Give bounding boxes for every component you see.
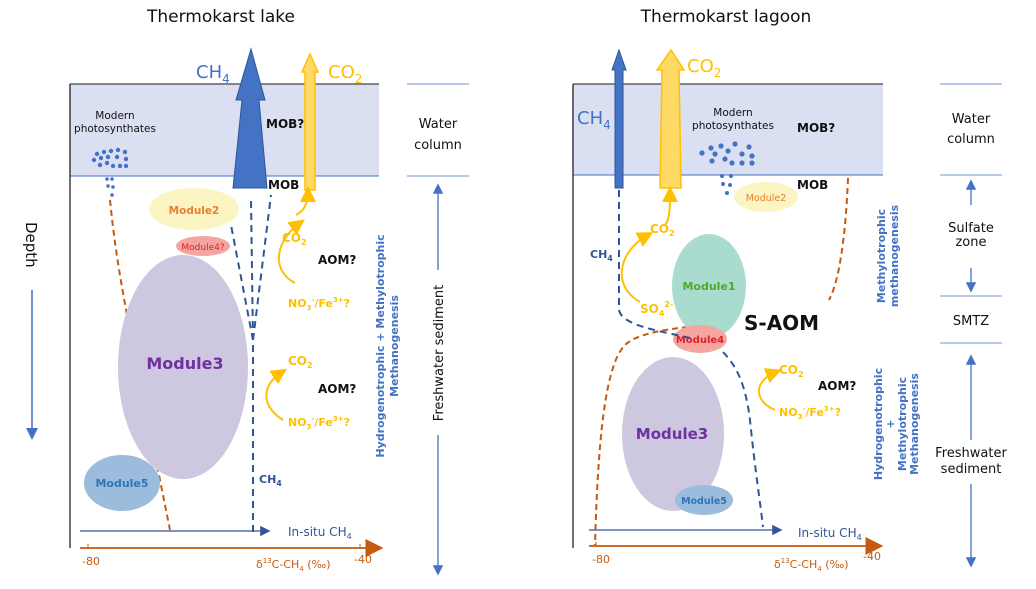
left-methanogenesis-label-1: Hydrogenotrophic + Methylotrophic [374,234,387,457]
right-insitu-label: In-situ CH4 [798,526,862,542]
right-co2-lower-label: CO2 [779,363,804,379]
left-tick-min-label: -80 [82,555,100,568]
right-aom-label: AOM? [818,379,856,393]
right-zone-water-1: Water [952,112,991,127]
right-co2-flux-arrow [655,48,686,189]
right-isotope-axis-label: δ13C-CH4 (‰) [774,557,849,573]
right-zone-smtz: SMTZ [953,314,989,329]
right-ch4-lower-pathway [722,351,764,528]
left-co2-upper-label: CO2 [282,231,307,247]
left-module3-label: Module3 [146,354,223,373]
depth-label: Depth [22,222,40,268]
left-aom-upper-label: AOM? [318,253,356,267]
left-photosynthates-label-2: photosynthates [74,123,156,135]
left-tick-max-label: -40 [354,553,372,566]
left-isotope-axis-label: δ13C-CH4 (‰) [256,557,331,573]
right-zone-fresh-1: Freshwater [935,446,1007,461]
right-hydro-label-3: Methylotrophic [896,377,909,471]
left-zone-water-1: Water [419,117,458,132]
right-title: Thermokarst lagoon [640,7,812,27]
right-co2-to-flux-arrow [661,186,678,226]
right-module1-label: Module1 [682,280,735,293]
right-hydro-label-2: + [884,419,897,428]
right-zone-sulfate-2: zone [955,235,986,250]
right-co2-flux-label: CO2 [687,56,721,80]
right-ch4-flux-arrow [611,48,627,189]
left-module5 [84,455,160,511]
left-ch4-small-label: CH4 [259,473,282,488]
right-module4-label: Module4 [676,335,724,346]
right-mob-label: MOB [797,178,828,192]
right-module3-label: Module3 [636,425,708,443]
left-co2-flux-arrow [300,52,320,191]
left-module3 [118,255,248,479]
left-aom-lower-label: AOM? [318,382,356,396]
right-module2-label: Module2 [746,193,787,204]
left-photosynthates-label-1: Modern [95,110,134,122]
left-module5-label: Module5 [95,477,148,490]
right-so4-label: SO42- [640,300,673,318]
left-zone-sediment: Freshwater sediment [432,285,447,421]
right-module3 [622,357,724,511]
left-co2-to-flux-arrow [295,186,316,216]
left-module2-label: Module2 [169,205,220,217]
right-tick-min-label: -80 [592,553,610,566]
right-isotope-profile-lower [594,326,689,546]
left-insitu-label: In-situ CH4 [288,525,352,541]
right-co2-upper-label: CO2 [650,222,675,238]
right-zone-fresh-2: sediment [941,462,1002,477]
right-ch4-small-label: CH4 [590,248,613,263]
left-module2 [149,188,239,230]
left-zone-water-2: column [414,138,462,153]
right-panel: Thermokarst lagoon CH4 CO2 Modern photos… [572,7,1007,573]
right-isotope-profile-upper [828,177,849,301]
left-photosynthate-particles [91,147,129,197]
left-mob-question: MOB? [266,117,304,131]
right-zone-water-2: column [947,132,995,147]
left-water-column [70,84,379,176]
left-ch4-flux-arrow [232,47,268,189]
right-methylo-label-1: Methylotrophic [875,209,888,303]
right-ch4-upper-pathway [618,190,691,339]
left-ch4-pathways [230,194,272,532]
left-ch4-flux-label: CH4 [196,62,230,86]
right-saom-label: S-AOM [744,311,819,335]
left-panel: Thermokarst lake Depth Modern photosynth… [22,7,469,576]
right-module4 [673,325,727,353]
right-mob-question: MOB? [797,121,835,135]
left-methanogenesis-label-2: Methanogenesis [388,295,401,397]
right-photosynthate-particles [699,141,755,195]
right-water-column [573,84,883,175]
left-mob-label: MOB [268,178,299,192]
right-photosynthates-label-2: photosynthates [692,120,774,132]
right-hydro-label-1: Hydrogenotrophic [872,368,885,480]
left-module4 [176,236,230,256]
left-aom-upper-arrow [278,219,305,284]
right-module5 [675,485,733,515]
right-tick-max-label: -40 [863,550,881,563]
left-title: Thermokarst lake [146,7,295,27]
left-co2-lower-label: CO2 [288,354,313,370]
right-module5-label: Module5 [681,496,727,507]
right-zone-sulfate-1: Sulfate [948,221,994,236]
right-module1 [672,234,746,338]
right-ch4-flux-label: CH4 [577,108,611,132]
left-no3-lower-label: NO3-/Fe3+? [288,415,350,431]
right-aom-arrow [758,368,782,411]
right-photosynthates-label-1: Modern [713,107,752,119]
right-saom-arrow [620,232,654,303]
left-module4-label: Module4? [181,243,224,253]
right-no3-label: NO3-/Fe3+? [779,405,841,421]
left-aom-lower-arrow [265,368,288,421]
right-hydro-label-4: Methanogenesis [908,373,921,475]
right-methylo-label-2: methanogenesis [888,204,901,307]
left-no3-upper-label: NO3-/Fe3+? [288,296,350,312]
left-co2-flux-label: CO2 [328,62,362,86]
right-module2 [734,182,798,212]
